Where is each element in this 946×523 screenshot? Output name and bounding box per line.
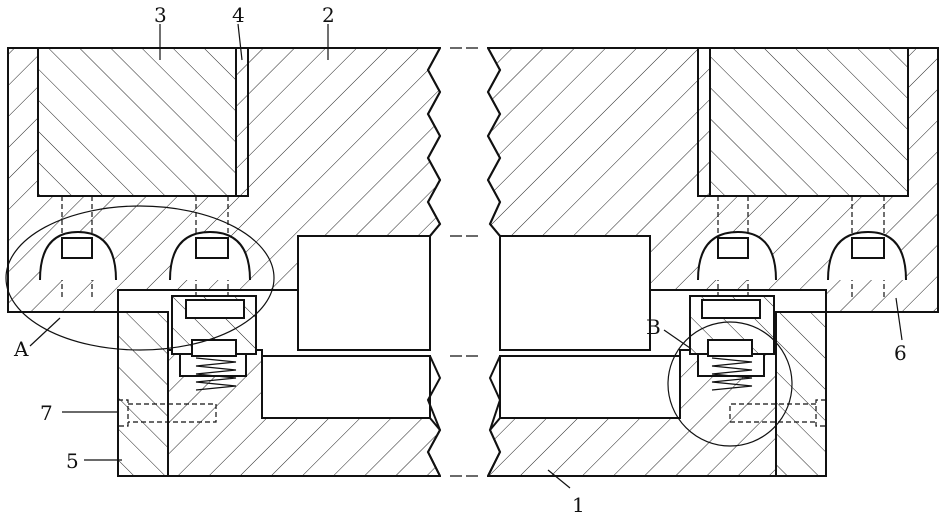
insert-left-shim bbox=[236, 48, 248, 196]
label-6: 6 bbox=[894, 341, 907, 365]
lower-cavity-left bbox=[262, 356, 430, 418]
central-opening-right bbox=[500, 236, 650, 350]
label-7: 7 bbox=[40, 401, 53, 425]
outer-frame-right bbox=[776, 312, 826, 476]
label-4: 4 bbox=[232, 3, 245, 27]
spring-assembly-left bbox=[172, 296, 256, 390]
label-a: A bbox=[13, 337, 29, 361]
label-2: 2 bbox=[322, 3, 335, 27]
label-5: 5 bbox=[66, 449, 79, 473]
insert-right-shim bbox=[698, 48, 710, 196]
label-3: 3 bbox=[154, 3, 167, 27]
central-opening bbox=[298, 236, 430, 350]
lower-cavity-right bbox=[500, 356, 680, 418]
label-1: 1 bbox=[572, 493, 585, 517]
insert-right bbox=[710, 48, 908, 196]
outer-frame-left bbox=[118, 312, 168, 476]
break-gap bbox=[441, 44, 487, 484]
insert-left bbox=[38, 48, 236, 196]
label-b: B bbox=[646, 315, 661, 339]
spring-assembly-right bbox=[690, 296, 774, 390]
